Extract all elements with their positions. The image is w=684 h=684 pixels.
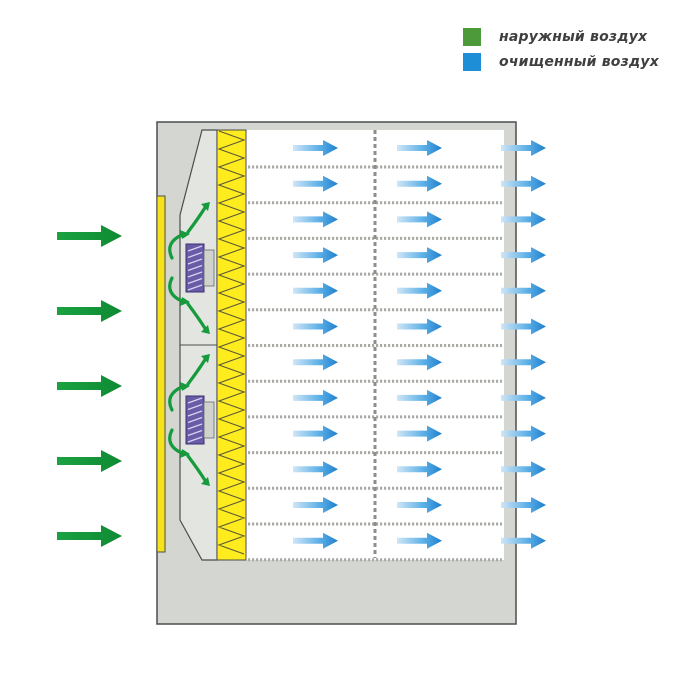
outlet-arrow-icon: [397, 140, 442, 156]
swirl-arrowhead-icon: [180, 382, 190, 391]
fan-blade: [187, 264, 203, 272]
outlet-arrow-icon: [501, 532, 546, 549]
swirl-arrowhead-icon: [201, 325, 210, 334]
outlet-arrow-icon: [293, 461, 338, 478]
swirl-arrow-icon: [168, 428, 186, 456]
inlet-arrow-icon: [57, 225, 122, 247]
outlet-arrow-icon: [501, 211, 546, 228]
outlet-arrow-icon: [293, 354, 338, 371]
outlet-arrow-icon: [293, 247, 338, 264]
swirl-arrow-icon: [168, 276, 186, 304]
outlet-arrow-icon: [501, 175, 546, 192]
fan-blade: [187, 436, 203, 443]
fan-blade: [187, 397, 203, 404]
fan-blade: [187, 284, 203, 291]
inlet-arrow-icon: [57, 300, 122, 322]
inlet-arrow-icon: [57, 450, 122, 472]
legend-item-clean-air: очищенный воздух: [463, 49, 659, 74]
outlet-arrow-icon: [397, 175, 442, 192]
swirl-arrow-icon: [168, 232, 186, 260]
outlet-arrow-icon: [501, 247, 546, 264]
swirl-arrowhead-icon: [201, 354, 210, 363]
outlet-arrow-icon: [501, 140, 546, 156]
legend-label-clean-air: очищенный воздух: [499, 53, 659, 70]
swirl-arrowhead-icon: [180, 297, 190, 306]
inlet-arrow-icon: [57, 375, 122, 397]
swirl-arrowhead-icon: [180, 449, 190, 458]
outlet-arrow-icon: [293, 318, 338, 335]
swirl-arrowhead-icon: [201, 202, 210, 211]
outlet-arrow-icon: [293, 175, 338, 192]
outlet-arrow-icon: [397, 532, 442, 549]
outlet-arrows: [293, 140, 546, 549]
fan-blade: [187, 258, 203, 265]
fan-icon: [168, 202, 215, 334]
legend-label-outside-air: наружный воздух: [499, 28, 648, 45]
fan-blade: [187, 429, 203, 437]
fan-blade: [187, 423, 203, 430]
legend: наружный воздух очищенный воздух: [463, 24, 659, 74]
outlet-arrow-icon: [293, 211, 338, 228]
inlet-arrow-icon: [57, 525, 122, 547]
outlet-arrow-icon: [501, 282, 546, 299]
outlet-arrow-icon: [397, 425, 442, 442]
outlet-arrow-icon: [501, 461, 546, 478]
outlet-arrow-icon: [501, 389, 546, 406]
fan-icon: [168, 354, 215, 486]
outlet-arrow-icon: [397, 389, 442, 406]
swirl-arrowhead-icon: [201, 477, 210, 486]
outlet-arrow-icon: [293, 282, 338, 299]
outlet-arrow-icon: [293, 532, 338, 549]
fans: [168, 202, 215, 486]
inlet-arrows: [57, 225, 122, 547]
fan-blade: [187, 416, 203, 424]
fan-motor: [203, 401, 215, 439]
legend-swatch-outside-air: [463, 27, 481, 46]
outlet-arrow-icon: [397, 461, 442, 478]
fan-blade: [187, 271, 203, 278]
legend-swatch-clean-air: [463, 52, 481, 71]
fan-blade: [187, 403, 203, 411]
outlet-arrow-icon: [397, 211, 442, 228]
outlet-arrow-icon: [397, 247, 442, 264]
outlet-arrow-icon: [501, 425, 546, 442]
outlet-arrow-icon: [397, 497, 442, 513]
fan-blade: [187, 277, 203, 285]
outlet-arrow-icon: [293, 389, 338, 406]
outlet-arrow-icon: [501, 318, 546, 335]
outlet-arrow-icon: [501, 354, 546, 371]
outlet-arrow-icon: [397, 282, 442, 299]
outlet-arrow-icon: [397, 318, 442, 335]
hepa-filter-pleats: [217, 130, 246, 555]
swirl-arrowhead-icon: [180, 230, 190, 239]
outlet-arrow-icon: [397, 354, 442, 371]
outlet-arrow-icon: [501, 497, 546, 513]
legend-item-outside-air: наружный воздух: [463, 24, 659, 49]
prefilter-panel: [156, 195, 166, 553]
fan-blade: [187, 410, 203, 417]
swirl-arrow-icon: [168, 384, 186, 412]
fan-blade: [187, 251, 203, 259]
fan-motor: [203, 249, 215, 287]
outlet-arrow-icon: [293, 425, 338, 442]
outlet-arrow-icon: [293, 497, 338, 513]
outlet-arrow-icon: [293, 140, 338, 156]
fan-blade: [187, 245, 203, 252]
